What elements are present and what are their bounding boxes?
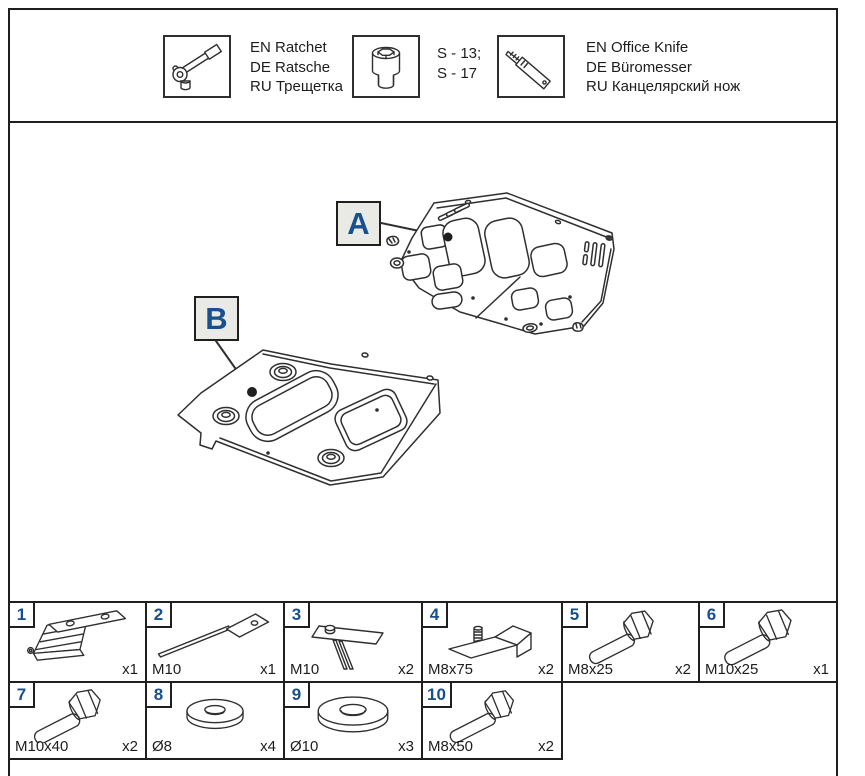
- ratchet-label-ru: RU Трещетка: [250, 78, 343, 95]
- sheet-border: [8, 8, 838, 776]
- ratchet-label-de: DE Ratsche: [250, 58, 331, 76]
- part-a-drawing: [380, 192, 615, 335]
- part-cell-5: 5 M8x25 x2: [561, 601, 700, 683]
- part-number-badge: 1: [8, 601, 35, 628]
- z-bracket-icon: [448, 625, 532, 659]
- part-b-label: B: [194, 296, 239, 341]
- part-number-badge: 4: [421, 601, 448, 628]
- part-qty: x2: [675, 661, 691, 678]
- part-qty: x2: [538, 738, 554, 755]
- part-qty: x2: [122, 738, 138, 755]
- part-number-badge: 9: [283, 681, 310, 708]
- office-knife-labels: EN Office Knife DE Büromesser RU Канцеля…: [586, 38, 740, 97]
- ratchet-label-en: EN Ratchet: [250, 39, 327, 56]
- part-number-badge: 7: [8, 681, 35, 708]
- part-cell-10: 10 M8x50 x2: [421, 681, 563, 760]
- part-a-label: A: [336, 201, 381, 246]
- socket-icon: [371, 46, 401, 89]
- part-cell-4: 4 M8x75 x2: [421, 601, 563, 683]
- pin-icon: [157, 613, 270, 658]
- boss-top: [269, 362, 297, 382]
- part-cell-6: 6 M10x25 x1: [698, 601, 838, 683]
- bracket-icon: [26, 610, 126, 661]
- part-number-badge: 5: [561, 601, 588, 628]
- office-knife-icon: [505, 50, 551, 89]
- part-cell-3: 3 M10 x2: [283, 601, 423, 683]
- part-cell-9: 9 Ø10 x3: [283, 681, 423, 760]
- office-knife-toolbox: [497, 35, 565, 98]
- part-number-badge: 2: [145, 601, 172, 628]
- part-qty: x2: [538, 661, 554, 678]
- ratchet-toolbox: [163, 35, 231, 98]
- boss-bottom: [317, 448, 345, 468]
- part-cell-7: 7 M10x40 x2: [8, 681, 147, 760]
- part-spec: M10: [290, 661, 320, 678]
- part-number-badge: 6: [698, 601, 725, 628]
- part-number-badge: 8: [145, 681, 172, 708]
- socket-size-labels: S - 13; S - 17: [437, 44, 481, 83]
- boss-left: [212, 406, 240, 426]
- hex-bolt-icon: [724, 609, 792, 665]
- part-cell-1: 1 x1: [8, 601, 147, 683]
- part-spec: M10: [152, 661, 182, 678]
- hex-bolt-icon: [588, 610, 654, 665]
- part-qty: x1: [813, 661, 829, 678]
- part-qty: x1: [122, 661, 138, 678]
- leader-dot-a: [443, 232, 453, 242]
- office-knife-label-ru: RU Канцелярский нож: [586, 78, 741, 95]
- part-spec: M8x25: [568, 661, 614, 678]
- part-cell-2: 2 M10 x1: [145, 601, 285, 683]
- part-spec: M10x25: [705, 661, 759, 678]
- socket-toolbox: [352, 35, 420, 98]
- plate-with-legs-icon: [311, 624, 384, 670]
- hex-bolt-icon: [33, 689, 101, 743]
- part-spec: M10x40: [15, 738, 69, 755]
- part-cell-8: 8 Ø8 x4: [145, 681, 285, 760]
- socket-size-1: S - 13;: [437, 45, 482, 62]
- header-divider: [8, 121, 838, 123]
- part-qty: x1: [260, 661, 276, 678]
- part-qty: x3: [398, 738, 414, 755]
- leader-dot-b: [247, 387, 257, 397]
- washer-icon: [186, 698, 244, 730]
- office-knife-label-de: DE Büromesser: [586, 58, 692, 76]
- part-number-badge: 3: [283, 601, 310, 628]
- part-number-badge: 10: [421, 681, 452, 708]
- part-qty: x4: [260, 738, 276, 755]
- ratchet-labels: EN Ratchet DE Ratsche RU Трещетка: [250, 38, 343, 97]
- part-spec: M8x75: [428, 661, 474, 678]
- part-b-drawing: [177, 340, 441, 486]
- socket-size-2: S - 17: [437, 64, 478, 82]
- hex-bolt-icon: [449, 690, 515, 743]
- part-spec: Ø10: [290, 738, 319, 755]
- ratchet-icon: [172, 43, 222, 90]
- part-qty: x2: [398, 661, 414, 678]
- part-spec: Ø8: [152, 738, 173, 755]
- office-knife-label-en: EN Office Knife: [586, 39, 689, 56]
- washer-icon: [317, 696, 389, 733]
- part-spec: M8x50: [428, 738, 474, 755]
